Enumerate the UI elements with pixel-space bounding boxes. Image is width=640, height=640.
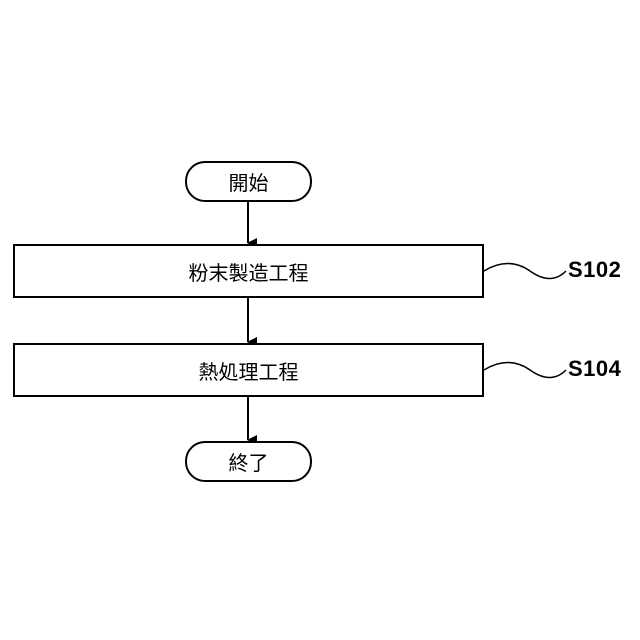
leader-line-s102 [484,264,566,279]
end-label: 終了 [229,447,269,476]
process-step-heat-treatment: 熱処理工程 [13,343,484,397]
start-terminal: 開始 [185,161,312,202]
end-terminal: 終了 [185,441,312,482]
process-step-label: 粉末製造工程 [189,257,309,286]
step-id-s104: S104 [568,356,621,382]
step-id-s102: S102 [568,257,621,283]
start-label: 開始 [229,167,269,196]
leader-line-s104 [484,363,566,378]
process-step-label: 熱処理工程 [199,356,299,385]
process-step-powder-manufacturing: 粉末製造工程 [13,244,484,298]
